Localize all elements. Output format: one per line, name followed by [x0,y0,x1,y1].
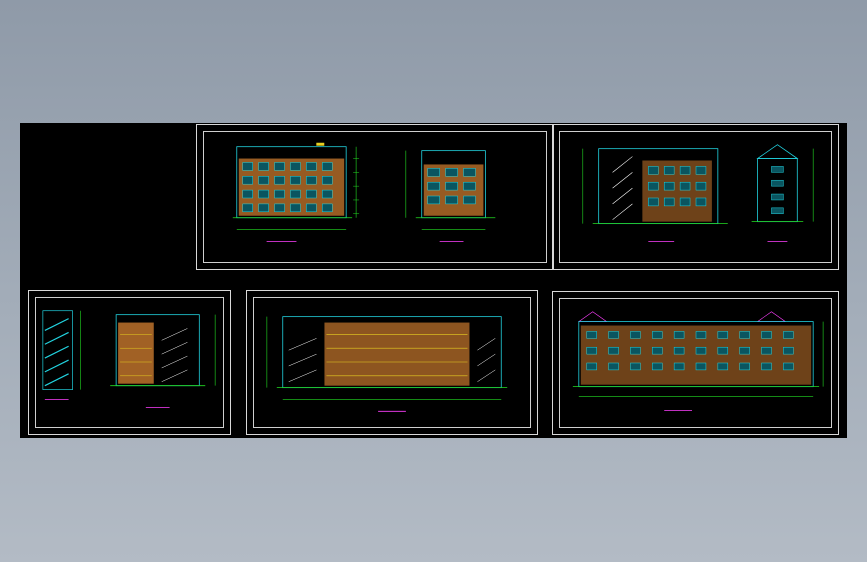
sheet-border [559,298,832,428]
sheet-border [203,131,547,263]
front-elevation-view [232,142,360,242]
long-elevation-view [266,316,508,412]
side-elevation-2-view [110,314,216,408]
sheet-2-drawing [582,144,814,242]
drawing-sheet-1[interactable] [196,124,554,270]
sheet-1-drawing [232,142,496,242]
drawing-sheet-5[interactable] [552,291,839,435]
sheet-border [253,297,531,428]
sheet-border [559,131,832,263]
stair-detail-view [42,310,81,400]
cad-model-space[interactable] [20,123,847,438]
side-elevation-view [405,150,496,242]
drawing-sheet-2[interactable] [552,124,839,270]
sheet-border [35,297,224,428]
gable-view [751,144,814,242]
rear-elevation-view [572,311,824,411]
sheet-4-drawing [266,316,508,412]
drawing-sheet-4[interactable] [246,290,538,435]
sheet-5-drawing [572,311,824,411]
section-view [582,148,728,242]
sheet-3-drawing [42,310,216,408]
drawing-sheet-3[interactable] [28,290,231,435]
